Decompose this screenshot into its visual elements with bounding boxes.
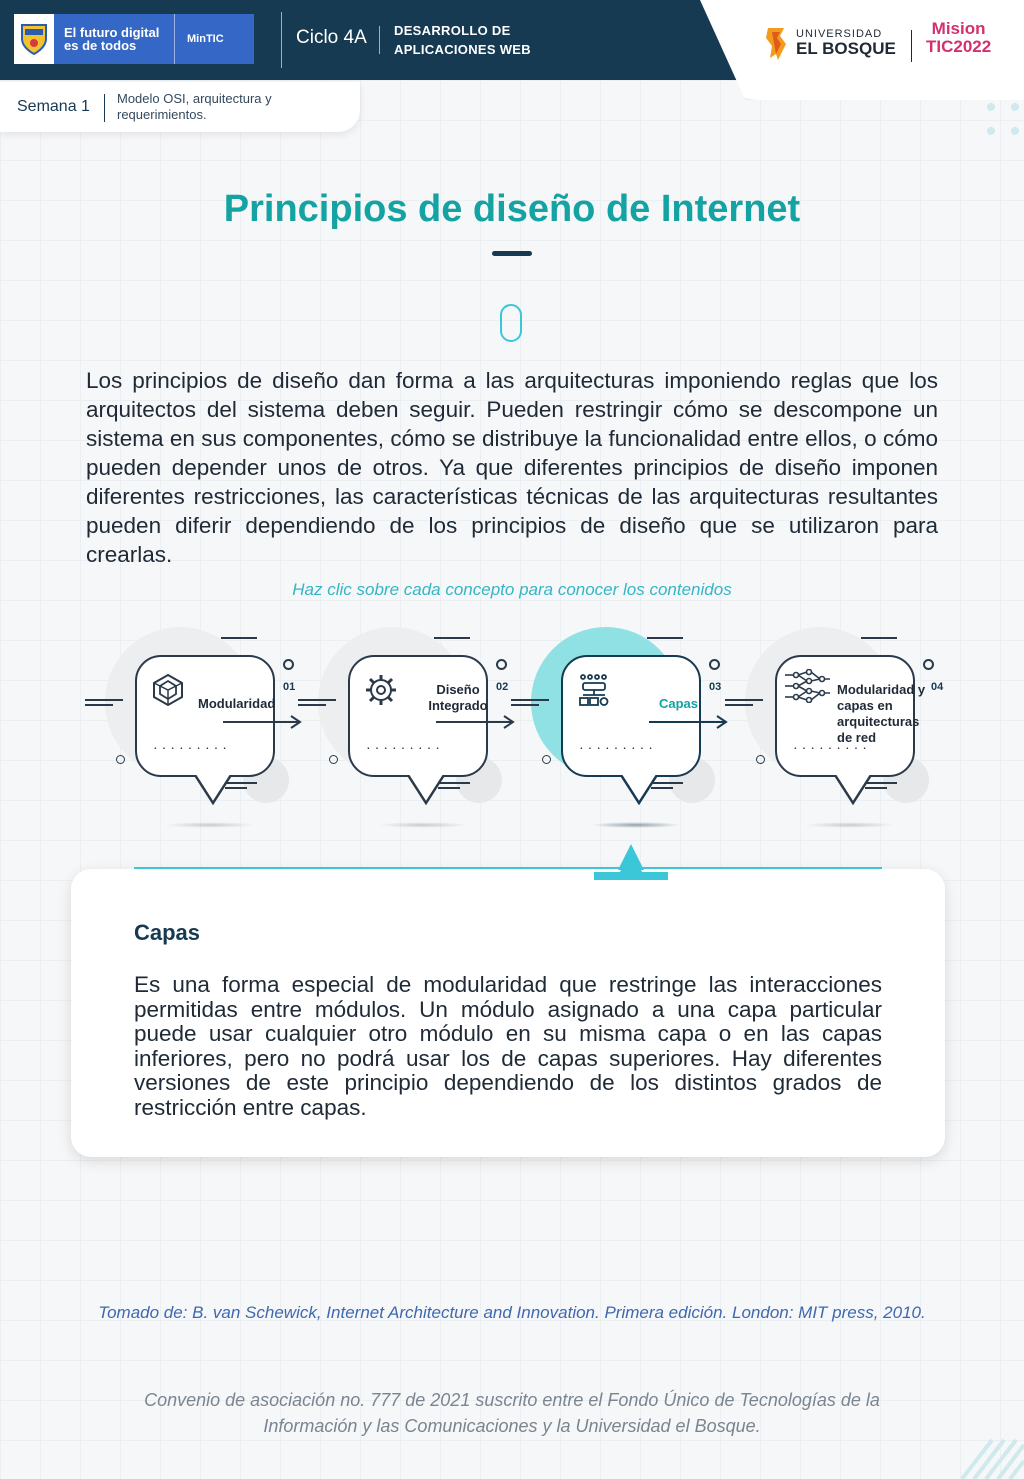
mision-tic-line1: Mision [931,19,986,38]
arrow-right-icon [436,715,515,729]
decor-ring [709,659,720,670]
layers-network-icon [579,674,609,706]
course-title-line1: DESARROLLO DE [394,23,511,38]
footer-agreement: Convenio de asociación no. 777 de 2021 s… [144,1390,880,1436]
decor-ring [283,659,294,670]
decorative-stripes [960,1438,1024,1479]
bubble-tail [619,775,659,805]
decor-lines [511,699,549,709]
divider [911,30,912,62]
cycle-label: Ciclo 4A [296,27,367,48]
bubble-tail [193,775,233,805]
decor-ring [542,755,551,764]
concept-diseno-integrado[interactable]: 02 Diseño Integrado ········· [298,627,562,837]
node-shadow [165,822,255,828]
content-card-text: Es una forma especial de modularidad que… [134,972,882,1120]
concept-capas[interactable]: 03 Capas ········· [511,627,775,837]
course-title: DESARROLLO DE APLICACIONES WEB [394,21,564,59]
partner-logos-panel [700,0,1024,100]
concept-number: 03 [709,681,722,693]
decor-lines [85,699,123,709]
concept-label: Modularidad [198,696,276,711]
concept-label: Capas [659,696,699,711]
gov-logo: El futuro digital es de todos MinTIC [14,14,254,64]
concept-modularidad-capas-red[interactable]: 04 Modularidad y capas en arquitecturas … [725,627,989,837]
page-title: Principios de diseño de Internet [223,188,801,230]
decor-lines [647,637,683,642]
bubble-tail [833,775,873,805]
decor-lines [225,782,257,792]
content-card-title: Capas [134,920,201,945]
dotted-line: ········· [366,739,444,755]
university-logo: UNIVERSIDAD EL BOSQUE [762,24,896,62]
concept-label: Diseño Integrado [428,682,488,713]
content-card: Capas Es una forma especial de modularid… [71,869,945,1157]
decor-lines [298,699,336,709]
concept-number: 02 [496,681,509,693]
week-card: Semana 1 Modelo OSI, arquitectura y requ… [0,82,360,132]
divider [379,26,380,54]
node-shadow [591,822,681,828]
decor-lines [861,637,897,642]
arrow-right-icon [223,715,302,729]
decor-lines [221,637,257,642]
decor-lines [434,637,470,642]
cube-network-icon [153,673,183,707]
concept-modularidad[interactable]: 01 Modularidad ········· [85,627,349,837]
gov-slogan-line1: El futuro digital [64,25,160,40]
week-topic: Modelo OSI, arquitectura y requerimiento… [117,91,272,122]
gov-slogan: El futuro digital es de todos [54,26,174,52]
arrow-right-icon [649,715,728,729]
decor-lines [725,699,763,709]
decor-lines [438,782,470,792]
course-title-line2: APLICACIONES WEB [394,42,531,57]
university-label-small: UNIVERSIDAD [796,28,883,40]
source-citation: Tomado de: B. van Schewick, Internet Arc… [98,1303,926,1322]
mintic-label: MinTIC [174,14,224,64]
mision-tic-line2: TIC2022 [926,37,992,56]
decor-ring [756,755,765,764]
decorative-dots [987,103,1023,139]
dotted-line: ········· [153,739,231,755]
instruction-hint: Haz clic sobre cada concepto para conoce… [292,580,732,599]
decor-ring [329,755,338,764]
divider [281,12,282,68]
bubble-tail [406,775,446,805]
decor-lines [651,782,683,792]
concept-number: 01 [283,681,296,693]
gear-icon [366,675,396,705]
mision-tic-logo: Mision TIC2022 [926,20,991,56]
node-shadow [805,822,895,828]
intro-paragraph: Los principios de diseño dan forma a las… [86,368,938,567]
node-shadow [378,822,468,828]
week-label: Semana 1 [17,98,90,115]
dotted-line: ········· [793,739,871,755]
university-label-big: EL BOSQUE [796,39,896,58]
card-top-line [134,867,882,869]
concept-number: 04 [931,681,944,693]
scroll-mouse-icon [500,304,522,342]
decor-ring [496,659,507,670]
dotted-line: ········· [579,739,657,755]
gov-slogan-line2: es de todos [64,38,137,53]
decor-lines [865,782,897,792]
university-emblem-icon [766,28,786,60]
active-pointer-tab [594,844,668,880]
divider [104,94,105,122]
decor-ring [116,755,125,764]
coat-of-arms-icon [14,14,54,64]
decor-ring [923,659,934,670]
title-underline [492,251,532,256]
concept-label: Modularidad y capas en arquitecturas de … [837,682,926,745]
neural-network-icon [785,669,830,703]
